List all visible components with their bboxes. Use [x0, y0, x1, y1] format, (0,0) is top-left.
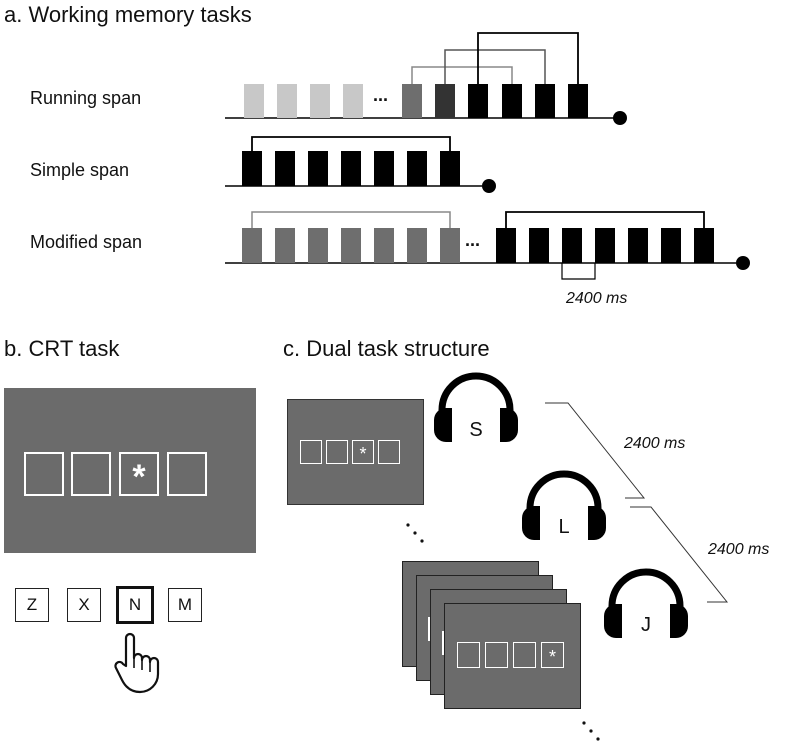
screen-box: [300, 440, 322, 464]
stimulus-black: [568, 84, 588, 118]
screen-box-target: *: [352, 440, 374, 464]
key-z[interactable]: Z: [15, 588, 49, 622]
end-marker: [736, 256, 750, 270]
screen-box: [485, 642, 508, 668]
running-span-label: Running span: [30, 88, 142, 108]
stimulus-black: [502, 84, 522, 118]
auditory-letter-3: J: [641, 614, 651, 636]
interval-label-1: 2400 ms: [624, 435, 686, 452]
continuation-dots: [406, 523, 424, 543]
dual-task-screen: *: [287, 399, 424, 505]
screen-box: [457, 642, 480, 668]
stimulus-mid: [402, 84, 422, 118]
stimulus-black: [535, 84, 555, 118]
crt-box-target: *: [119, 452, 159, 496]
panel-c-title: c. Dual task structure: [283, 336, 490, 361]
stimulus-dark: [435, 84, 455, 118]
crt-box: [167, 452, 207, 496]
working-memory-diagram: [225, 32, 750, 280]
stimulus-light: [244, 84, 264, 118]
modified-span-sequence: [225, 211, 750, 280]
headphones-icon: [604, 568, 688, 638]
simple-span-sequence: [225, 136, 496, 193]
running-span-sequence: [225, 32, 627, 125]
continuation-dots: [582, 721, 600, 741]
panel-b-title: b. CRT task: [4, 336, 120, 361]
stimulus-light: [310, 84, 330, 118]
key-m[interactable]: M: [168, 588, 202, 622]
panel-a-title: a. Working memory tasks: [4, 2, 252, 27]
screen-box: [326, 440, 348, 464]
timing-lines: [545, 402, 729, 603]
auditory-letter-2: L: [558, 516, 570, 538]
screen-box-target: *: [541, 642, 564, 668]
running-span-ellipsis: ...: [373, 85, 389, 105]
modified-span-label: Modified span: [30, 232, 143, 252]
modified-span-interval: 2400 ms: [566, 290, 628, 307]
simple-span-label: Simple span: [30, 160, 130, 180]
headphones-icon: [434, 372, 518, 442]
auditory-letter-1: S: [469, 419, 483, 441]
crt-screen: *: [4, 388, 256, 553]
screen-box: [513, 642, 536, 668]
stacked-screen-front: *: [444, 603, 581, 709]
crt-box: [71, 452, 111, 496]
key-n[interactable]: N: [116, 586, 154, 624]
screen-box: [378, 440, 400, 464]
stimulus-light: [277, 84, 297, 118]
interval-label-2: 2400 ms: [708, 541, 770, 558]
end-marker: [482, 179, 496, 193]
crt-box: [24, 452, 64, 496]
stimulus-black: [468, 84, 488, 118]
key-x[interactable]: X: [67, 588, 101, 622]
pointing-hand-icon: [114, 632, 160, 694]
stimulus-light: [343, 84, 363, 118]
modified-span-ellipsis: ...: [465, 230, 481, 250]
headphones-icon: [522, 470, 606, 540]
end-marker: [613, 111, 627, 125]
